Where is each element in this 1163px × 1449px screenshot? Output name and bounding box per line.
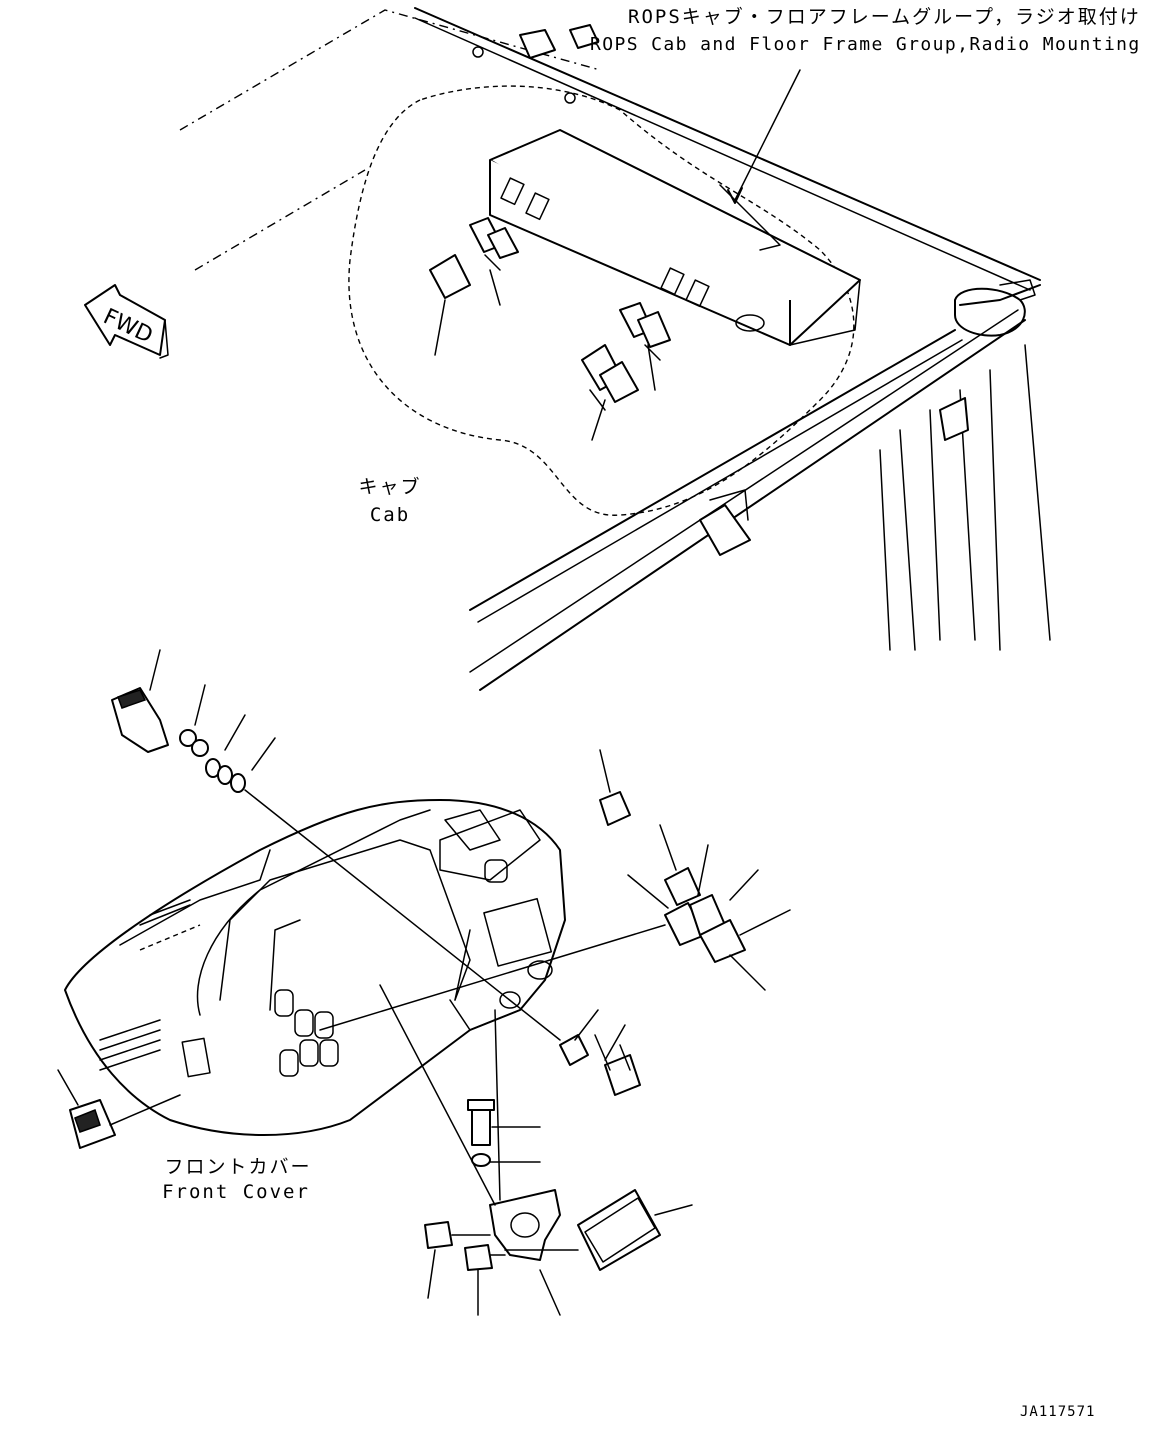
front-cover-label-jp: フロントカバー bbox=[164, 1156, 312, 1178]
fwd-arrow: FWD bbox=[84, 284, 169, 359]
cab-frame bbox=[179, 7, 1051, 691]
upper-leaders bbox=[434, 69, 801, 441]
lower-leaders bbox=[57, 649, 791, 1316]
cab-label-en: Cab bbox=[369, 504, 411, 526]
overhead-console bbox=[489, 129, 861, 346]
overhead-switches bbox=[429, 217, 671, 411]
rops-label-en: ROPS Cab and Floor Frame Group,Radio Mou… bbox=[590, 34, 1141, 55]
drawing-id: JA117571 bbox=[1020, 1404, 1096, 1420]
front-cover-label-en: Front Cover bbox=[162, 1181, 310, 1203]
radio-area-outline bbox=[348, 85, 855, 516]
front-cover bbox=[64, 799, 566, 1136]
cab-label-jp: キャブ bbox=[358, 476, 422, 498]
front-cover-parts bbox=[69, 687, 746, 1271]
rops-label-jp: ROPSキャブ・フロアフレームグループ，ラジオ取付け bbox=[628, 6, 1141, 28]
